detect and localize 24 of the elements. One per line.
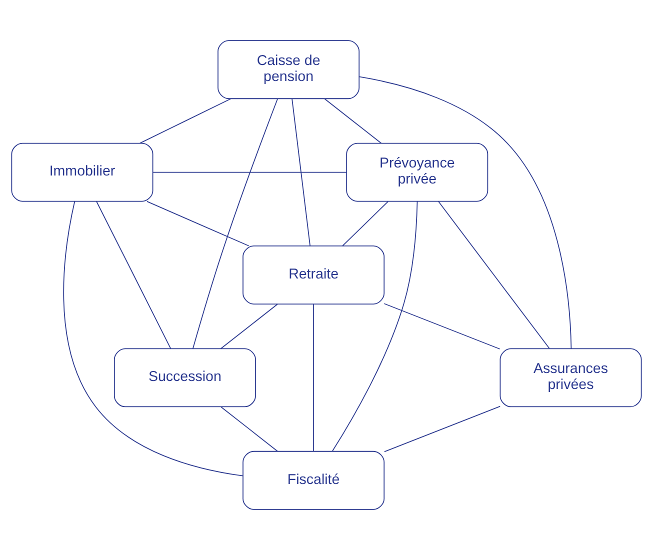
connector	[140, 98, 232, 144]
node-box: Caisse de pension	[218, 40, 360, 99]
connector	[332, 200, 418, 452]
node-box: Prévoyance privée	[346, 142, 488, 202]
connector	[292, 98, 310, 246]
connector	[342, 200, 388, 246]
node-box: Fiscalité	[242, 450, 385, 510]
connector	[358, 76, 572, 349]
node-box: Retraite	[242, 245, 385, 304]
node-box: Immobilier	[11, 142, 154, 202]
connector	[192, 98, 278, 349]
connector	[384, 302, 500, 349]
connector	[438, 200, 550, 348]
connector	[152, 171, 347, 172]
connector	[96, 200, 172, 348]
connector	[220, 303, 278, 349]
connector	[220, 406, 278, 452]
node-box: Assurances privées	[500, 348, 642, 407]
connector	[384, 405, 501, 452]
node-box: Succession	[114, 348, 256, 407]
connector	[146, 200, 250, 246]
connector	[313, 303, 314, 452]
connector	[324, 98, 382, 144]
connector	[63, 200, 244, 476]
